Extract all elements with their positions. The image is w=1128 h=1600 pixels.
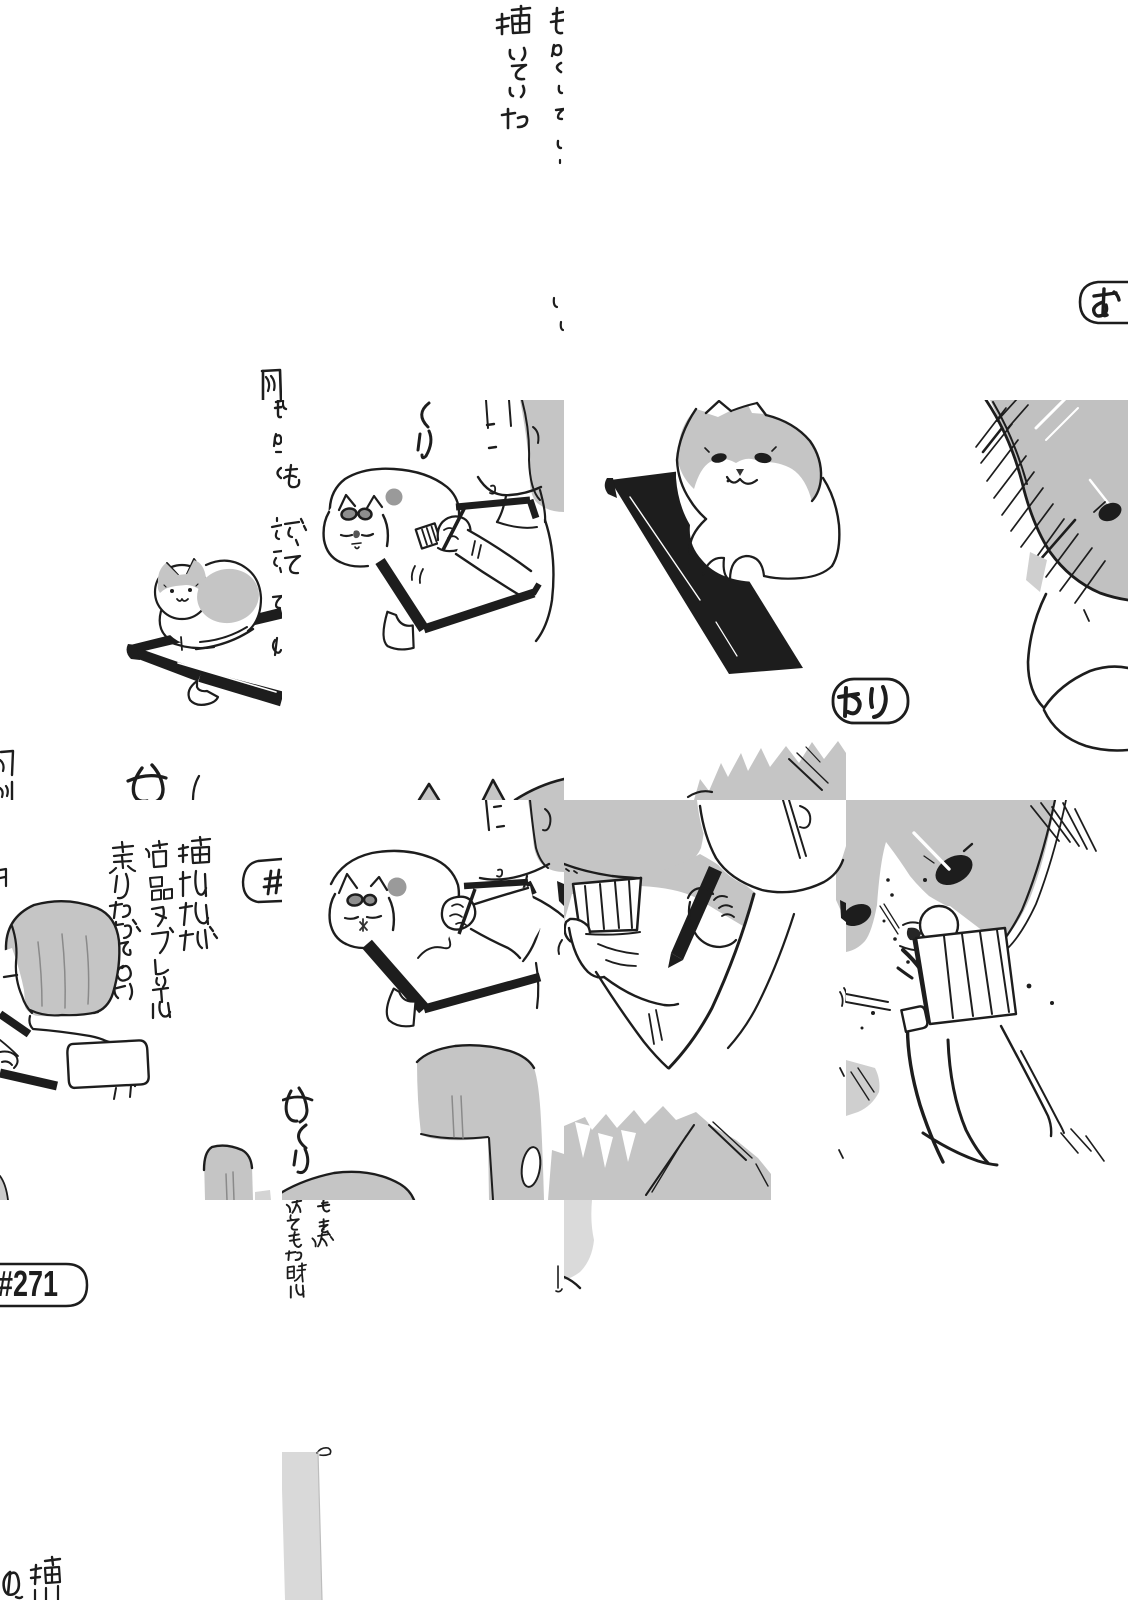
svg-text:#271: #271	[0, 1263, 58, 1304]
